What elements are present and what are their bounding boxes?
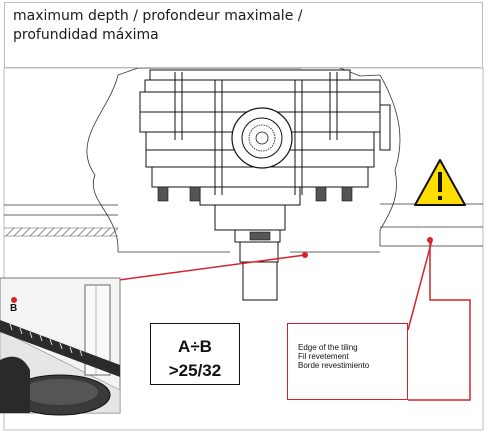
- edge-note-box: Edge of the tiling Fil revetement Borde …: [287, 323, 408, 400]
- warning-triangle-icon: [414, 159, 466, 206]
- caption-line-1: maximum depth / profondeur maximale /: [13, 8, 303, 24]
- center-knob: [231, 107, 293, 169]
- edge-note-es: Borde revestimiento: [298, 361, 370, 370]
- fasteners: [157, 186, 353, 241]
- tool-photo: [0, 277, 121, 416]
- photo-label-b: B: [10, 303, 18, 314]
- ratio-line-1: A÷B: [178, 337, 212, 356]
- edge-note-fr: Fil revetement: [298, 352, 349, 361]
- ratio-line-2: >25/32: [168, 361, 222, 380]
- wall-hatch: [4, 227, 119, 237]
- edge-dot: [427, 237, 433, 243]
- caption-text: maximum depth / profondeur maximale / pr…: [13, 7, 313, 45]
- ratio-box: A÷B >25/32: [150, 323, 240, 385]
- edge-note-en: Edge of the tiling: [298, 343, 358, 352]
- caption-line-2: profundidad máxima: [13, 27, 159, 43]
- caption-box: maximum depth / profondeur maximale / pr…: [4, 2, 483, 68]
- leader-dot: [302, 252, 308, 258]
